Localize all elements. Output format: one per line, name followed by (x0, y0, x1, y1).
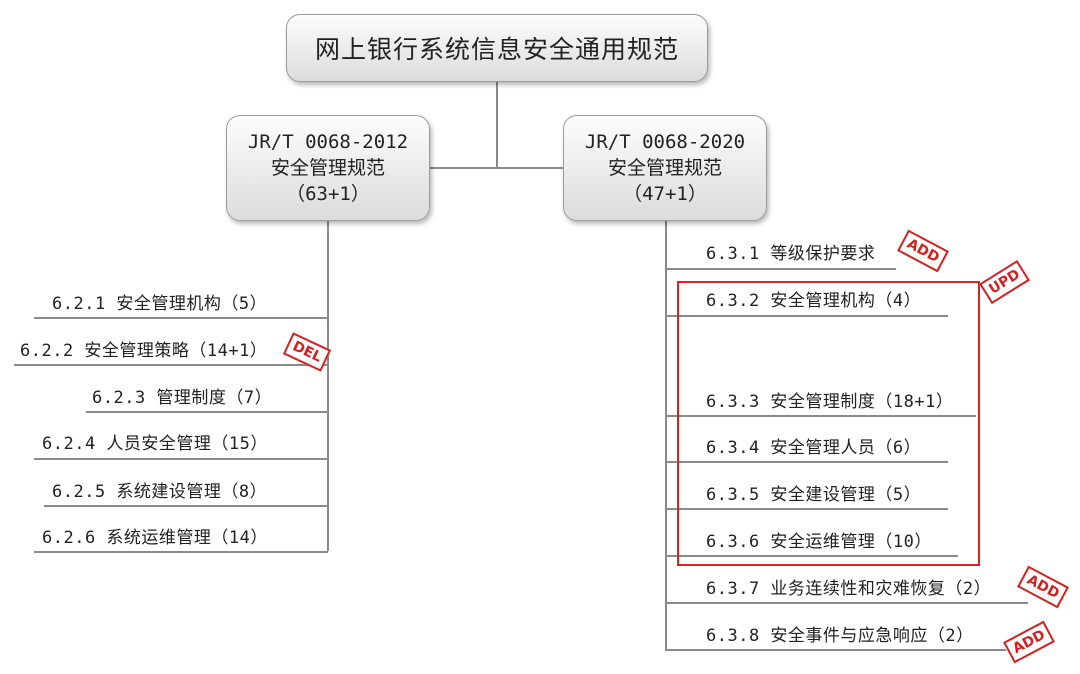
right-item-underline (666, 555, 958, 557)
right-item-6-3-2[interactable]: 6.3.2 安全管理机构（4） (706, 291, 922, 311)
branch-connector (430, 167, 563, 169)
updated-group-frame (677, 281, 980, 566)
left-item-underline (44, 505, 328, 507)
left-item-6-2-3[interactable]: 6.2.3 管理制度（7） (92, 388, 273, 408)
left-item-underline (34, 317, 328, 319)
standard-2020-node[interactable]: JR/T 0068-2020 安全管理规范 （47+1） (563, 115, 767, 221)
left-item-underline (34, 551, 328, 553)
standard-2012-code: JR/T 0068-2012 (247, 131, 409, 153)
standard-2020-count: （47+1） (623, 183, 707, 205)
standard-2012-node[interactable]: JR/T 0068-2012 安全管理规范 （63+1） (226, 115, 430, 221)
right-spine (665, 221, 667, 651)
left-item-underline (14, 364, 328, 366)
standard-2020-subtitle: 安全管理规范 (607, 157, 722, 179)
right-item-underline (666, 461, 948, 463)
right-item-6-3-3[interactable]: 6.3.3 安全管理制度（18+1） (706, 392, 954, 412)
right-item-underline (666, 602, 1028, 604)
add-stamp-6-3-1: ADD (897, 229, 950, 273)
root-connector (496, 82, 498, 168)
left-item-6-2-4[interactable]: 6.2.4 人员安全管理（15） (42, 434, 268, 454)
left-item-6-2-1[interactable]: 6.2.1 安全管理机构（5） (52, 294, 268, 314)
standard-2012-count: （63+1） (286, 183, 370, 205)
right-item-6-3-6[interactable]: 6.3.6 安全运维管理（10） (706, 532, 932, 552)
right-item-6-3-5[interactable]: 6.3.5 安全建设管理（5） (706, 485, 922, 505)
root-node[interactable]: 网上银行系统信息安全通用规范 (286, 14, 708, 82)
right-item-6-3-7[interactable]: 6.3.7 业务连续性和灾难恢复（2） (706, 579, 992, 599)
del-stamp: DEL (282, 332, 332, 372)
left-item-6-2-5[interactable]: 6.2.5 系统建设管理（8） (52, 482, 268, 502)
right-item-underline (666, 649, 1006, 651)
left-spine (327, 221, 329, 551)
upd-stamp: UPD (979, 259, 1031, 305)
standard-2020-code: JR/T 0068-2020 (584, 131, 746, 153)
right-item-6-3-4[interactable]: 6.3.4 安全管理人员（6） (706, 438, 922, 458)
add-stamp-6-3-8: ADD (1003, 620, 1056, 664)
left-item-6-2-6[interactable]: 6.2.6 系统运维管理（14） (42, 528, 268, 548)
right-item-6-3-1[interactable]: 6.3.1 等级保护要求 (706, 244, 876, 264)
right-item-underline (666, 508, 948, 510)
left-item-underline (86, 411, 328, 413)
right-item-6-3-8[interactable]: 6.3.8 安全事件与应急响应（2） (706, 626, 974, 646)
right-item-underline (666, 268, 896, 270)
left-item-6-2-2[interactable]: 6.2.2 安全管理策略（14+1） (20, 341, 268, 361)
root-title: 网上银行系统信息安全通用规范 (314, 35, 679, 64)
left-item-underline (34, 458, 328, 460)
right-item-underline (666, 415, 976, 417)
right-item-underline (666, 315, 948, 317)
standard-2012-subtitle: 安全管理规范 (270, 157, 385, 179)
